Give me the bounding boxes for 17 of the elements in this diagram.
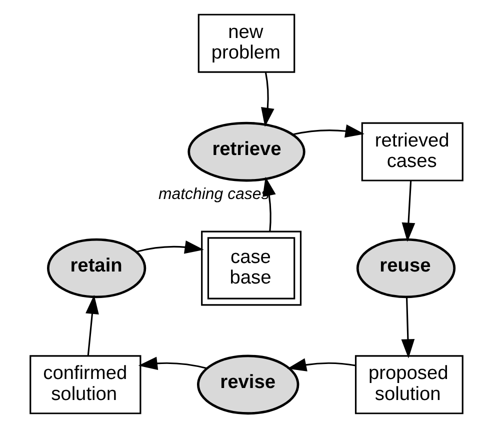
arrow bbox=[260, 72, 274, 127]
node-box: confirmed solution bbox=[29, 355, 141, 414]
node-ellipse: retrieve bbox=[187, 122, 305, 182]
arrow bbox=[401, 180, 415, 242]
node-box: new problem bbox=[197, 14, 295, 73]
arrow bbox=[85, 294, 98, 356]
node-box: proposed solution bbox=[354, 355, 463, 414]
arrow bbox=[400, 297, 414, 358]
arrow bbox=[136, 240, 204, 254]
arrow bbox=[286, 358, 356, 372]
arrow bbox=[292, 124, 364, 138]
node-ellipse: reuse bbox=[356, 238, 456, 298]
node-box: retrieved cases bbox=[360, 122, 463, 182]
node-ellipse: revise bbox=[196, 354, 299, 415]
node-box: case base bbox=[200, 230, 302, 306]
node-ellipse: retain bbox=[46, 238, 146, 298]
arrow bbox=[138, 356, 206, 370]
